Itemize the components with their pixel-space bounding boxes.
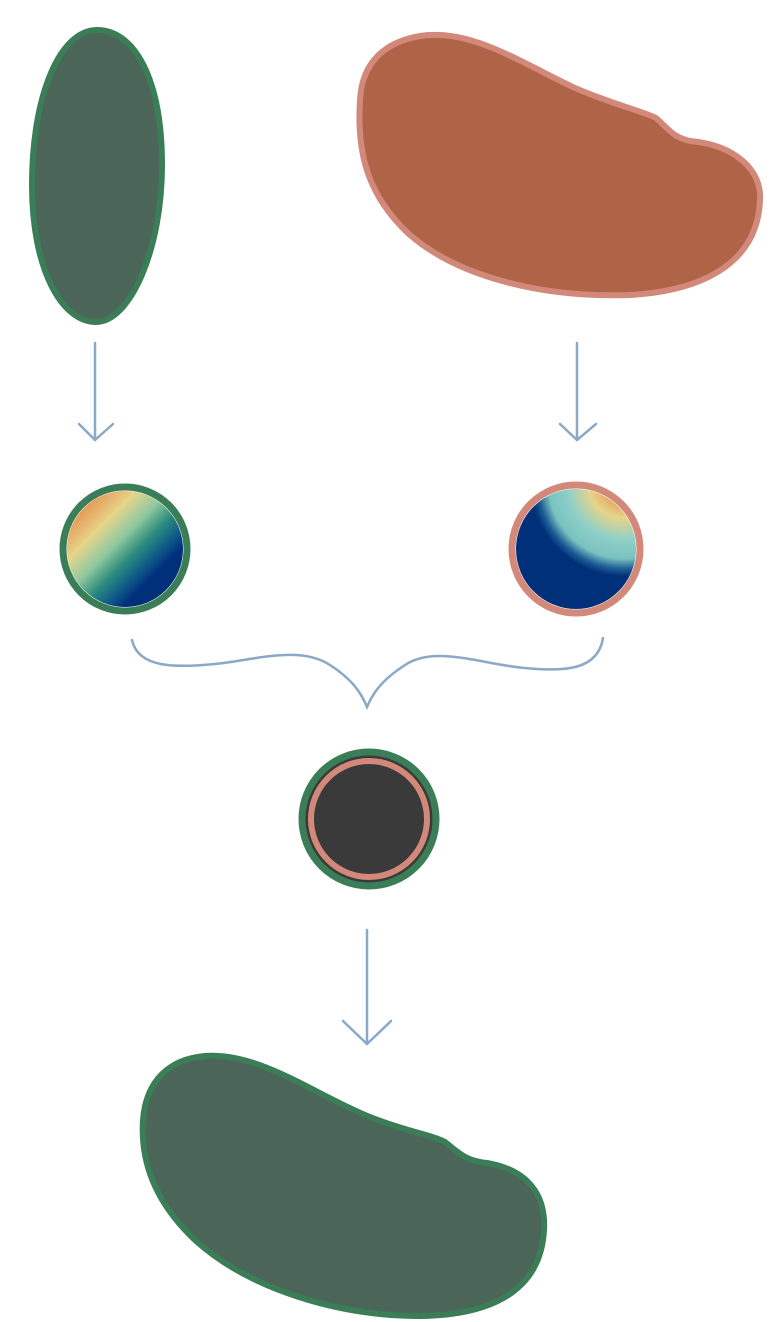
green-bean-shape bbox=[139, 1052, 548, 1320]
green-ellipse-shape bbox=[28, 26, 166, 326]
combined-disk-outer-ring bbox=[298, 748, 440, 890]
arrow-down-icon bbox=[558, 341, 598, 442]
arrow-down-icon bbox=[77, 341, 115, 442]
source-disk-ring bbox=[59, 483, 191, 615]
arrow-down-icon bbox=[341, 928, 393, 1046]
target-disk-parameterization bbox=[508, 481, 644, 617]
source-disk-parameterization bbox=[59, 483, 191, 615]
combined-disk bbox=[298, 748, 440, 890]
target-disk-ring bbox=[508, 481, 644, 617]
orange-bean-shape bbox=[356, 31, 764, 299]
combined-disk-inner-ring bbox=[308, 758, 430, 880]
combined-disk-fill bbox=[305, 755, 433, 883]
brace-icon bbox=[130, 636, 605, 711]
